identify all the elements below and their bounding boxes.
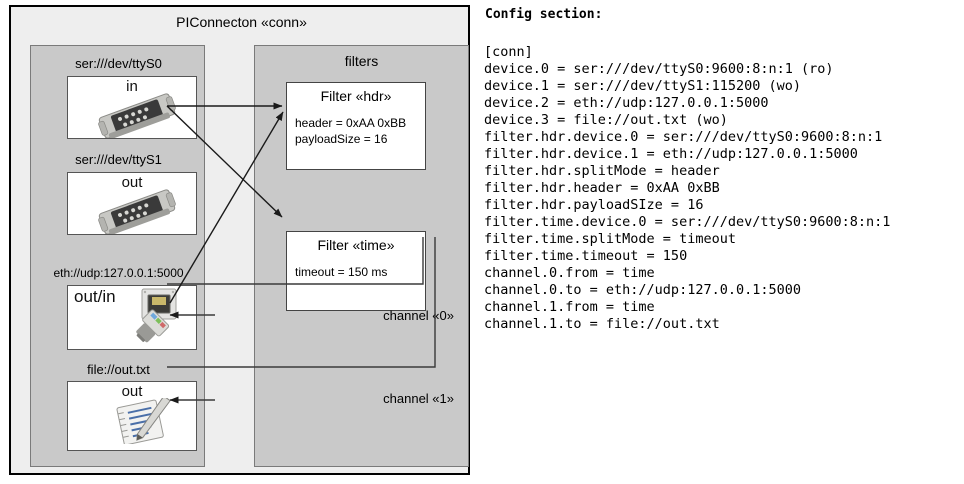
piconnecton-frame: PIConnecton «conn» ser:///dev/ttyS0 in: [9, 5, 470, 475]
filter-title-time: Filter «time»: [317, 237, 395, 253]
channel-label-0: channel «0»: [383, 308, 454, 323]
device-box-ttys1[interactable]: out: [67, 172, 197, 235]
serial-port-icon: [98, 189, 176, 234]
device-label-ttys0: ser:///dev/ttyS0: [75, 56, 162, 71]
device-box-file[interactable]: out: [67, 381, 197, 451]
config-panel: Config section: [conn] device.0 = ser://…: [481, 0, 964, 484]
devices-group: ser:///dev/ttyS0 in: [30, 45, 205, 467]
device-direction-file: out: [121, 383, 143, 400]
filter-box-hdr[interactable]: Filter «hdr» header = 0xAA 0xBB payloadS…: [286, 82, 426, 170]
filter-box-time[interactable]: Filter «time» timeout = 150 ms: [286, 231, 426, 311]
filters-group-title: filters: [344, 53, 379, 69]
device-box-eth[interactable]: out/in: [67, 285, 197, 350]
device-direction-ttys0: in: [126, 78, 138, 95]
device-box-ttys0[interactable]: in: [67, 76, 197, 139]
device-direction-eth: out/in: [74, 287, 116, 306]
device-label-ttys1: ser:///dev/ttyS1: [75, 152, 162, 167]
filter-props-hdr: header = 0xAA 0xBB payloadSize = 16: [295, 116, 407, 146]
filter-title-hdr: Filter «hdr»: [320, 88, 392, 104]
text-file-icon: [116, 398, 171, 444]
serial-port-icon: [98, 93, 176, 138]
device-direction-ttys1: out: [121, 174, 143, 191]
config-heading: Config section:: [485, 7, 603, 22]
page-title: PIConnecton «conn»: [176, 14, 307, 30]
config-body: [conn] device.0 = ser:///dev/ttyS0:9600:…: [484, 44, 891, 332]
channel-label-1: channel «1»: [383, 391, 454, 406]
device-label-eth: eth://udp:127.0.0.1:5000: [53, 266, 184, 280]
device-label-file: file://out.txt: [87, 362, 150, 377]
filter-props-time: timeout = 150 ms: [295, 265, 388, 279]
filters-group: filters Filter «hdr» header = 0xAA 0xBB …: [254, 45, 469, 467]
